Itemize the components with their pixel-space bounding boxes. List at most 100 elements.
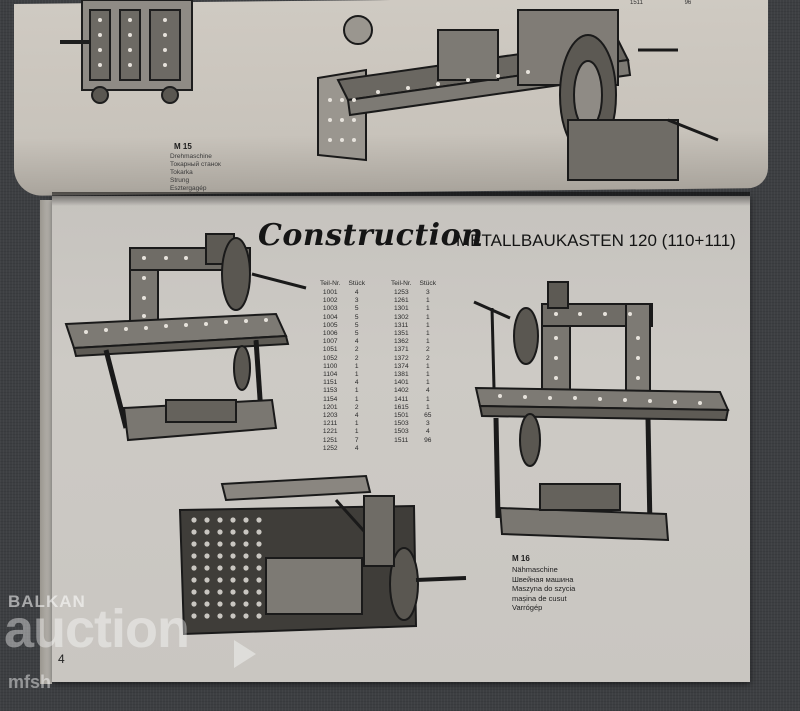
play-icon	[234, 640, 256, 668]
part-number-cell: 1511	[394, 436, 409, 444]
quantity-cell: 4	[354, 412, 359, 420]
column-gap	[369, 346, 387, 354]
corner-number: 96	[684, 0, 692, 6]
part-number-cell: 1154	[323, 395, 338, 403]
column-gap	[369, 387, 387, 395]
quantity-cell: 1	[425, 371, 430, 379]
quantity-cell: 1	[425, 297, 430, 305]
part-number-cell: 1253	[393, 289, 409, 296]
part-number-cell: 1311	[394, 321, 409, 329]
part-number-cell: 1401	[393, 379, 409, 387]
quantity-cell: 4	[425, 387, 430, 395]
sewing-machine-left-illustration	[64, 233, 307, 442]
column-gap	[369, 445, 387, 453]
part-number-cell: 1151	[323, 379, 338, 387]
quantity-cell: 2	[354, 354, 359, 362]
quantity-cell: 1	[354, 420, 359, 428]
quantity-cell: 1	[354, 387, 359, 395]
part-number-cell: 1381	[393, 371, 409, 379]
m16-names: Nähmaschine Швейная машина Maszyna do sz…	[512, 565, 575, 613]
quantity-cell: 3	[425, 289, 430, 296]
part-number-cell: 1372	[393, 354, 409, 362]
m15-name-ro: Strung	[170, 177, 190, 184]
m15-name-pl: Tokarka	[170, 169, 193, 176]
part-number-cell: 1402	[393, 387, 409, 395]
quantity-cell: 1	[425, 379, 430, 387]
part-number-cell: 1051	[322, 346, 338, 354]
m15-name-hu: Esztergagép	[170, 185, 207, 192]
column-gap	[369, 371, 387, 379]
part-number-cell: 1411	[394, 395, 409, 403]
part-number-cell	[387, 445, 416, 453]
part-number-cell: 1153	[323, 387, 338, 395]
top-corner-numbers: 1511 96	[630, 0, 731, 6]
page-number: 4	[58, 652, 65, 666]
column-gap	[369, 363, 387, 371]
part-number-cell: 1002	[322, 297, 338, 305]
m15-name-de: Drehmaschine	[170, 153, 212, 160]
m16-name-de: Nähmaschine	[512, 565, 558, 574]
page-edge	[40, 200, 52, 684]
column-gap	[369, 396, 387, 404]
quantity-cell: 5	[354, 330, 359, 338]
part-number-cell: 1221	[322, 428, 338, 436]
part-number-cell: 1007	[322, 338, 338, 346]
part-number-cell: 1251	[322, 436, 338, 444]
column-gap	[369, 314, 387, 322]
part-number-cell: 1501	[393, 412, 409, 420]
table-row: 1100 1 1374 1	[316, 363, 440, 371]
watermark-brand-bottom: mfsh	[8, 672, 52, 692]
part-number-cell: 1503	[393, 428, 409, 436]
quantity-cell: 1	[425, 395, 430, 403]
m15-names: Drehmaschine Токарный станок Tokarka Str…	[170, 153, 221, 193]
quantity-cell: 1	[425, 321, 430, 329]
quantity-cell: 1	[354, 428, 359, 436]
quantity-cell: 5	[354, 321, 359, 329]
m16-name-pl: Maszyna do szycia	[512, 584, 576, 593]
quantity-cell: 3	[354, 297, 359, 305]
part-number-cell: 1203	[322, 412, 338, 420]
quantity-cell: 1	[354, 362, 359, 370]
watermark-brand-top: BALKAN	[8, 592, 86, 611]
sewing-machine-right-illustration	[473, 281, 730, 542]
column-gap	[369, 330, 387, 338]
part-number-cell: 1211	[323, 420, 338, 428]
page-subtitle: METALLBAUKASTEN 120 (110+111)	[456, 231, 736, 250]
part-number-cell: 1503	[393, 420, 409, 428]
gearbox-bottom-illustration	[178, 474, 467, 636]
part-number-cell: 1351	[393, 330, 409, 338]
part-number-cell: 1301	[393, 305, 409, 313]
column-gap	[369, 355, 387, 363]
quantity-cell: 1	[425, 362, 430, 370]
column-gap	[369, 428, 387, 436]
part-number-cell: 1201	[322, 403, 338, 411]
part-number-cell: 1374	[393, 362, 409, 370]
column-gap	[369, 420, 387, 428]
quantity-cell	[416, 445, 441, 453]
part-number-cell: 1001	[322, 289, 338, 296]
quantity-cell: 1	[425, 330, 430, 338]
part-number-cell: 1100	[323, 362, 338, 370]
quantity-cell: 2	[425, 354, 430, 362]
page-title: Construction	[258, 218, 484, 253]
column-gap	[369, 305, 387, 313]
part-number-cell: 1371	[393, 346, 409, 354]
m15-name-ru: Токарный станок	[170, 161, 221, 168]
quantity-cell: 4	[354, 379, 359, 387]
m16-name-ro: mașina de cusut	[512, 593, 567, 603]
